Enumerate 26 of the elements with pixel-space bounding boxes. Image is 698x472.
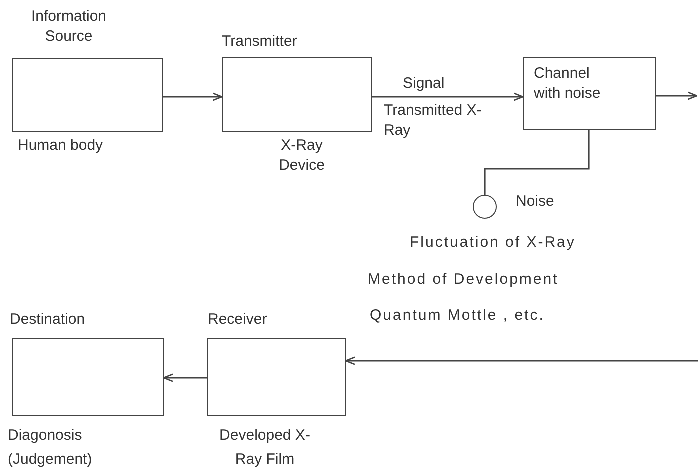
block-caption: Diagonosis (Judgement)	[8, 426, 94, 470]
block-title: Information Source	[30, 7, 108, 47]
block-box	[207, 338, 346, 416]
block-caption: Noise	[516, 192, 556, 212]
block-box	[523, 57, 656, 130]
block-title: Channel with noise	[534, 64, 602, 104]
edge-label: Signal	[402, 74, 446, 94]
arrow	[163, 374, 207, 382]
block-title: Receiver	[208, 310, 268, 330]
block-caption: X-Ray Device	[278, 136, 326, 176]
noise-note: Quantum Mottle , etc.	[370, 306, 545, 326]
block-title: Transmitter	[222, 32, 298, 52]
block-caption: Human body	[18, 136, 104, 156]
arrow	[163, 92, 223, 102]
connector-line	[484, 130, 590, 195]
arrow	[372, 92, 524, 102]
block-box	[12, 58, 163, 132]
block-title: Destination	[10, 310, 86, 330]
block-box	[222, 57, 372, 132]
signal-note: Transmitted X-Ray	[384, 101, 483, 141]
block-caption: Developed X-Ray Film	[218, 426, 312, 470]
noise-note: Fluctuation of X-Ray	[410, 233, 576, 253]
arrow	[345, 356, 698, 366]
arrow	[656, 92, 698, 100]
block-box	[12, 338, 164, 416]
noise-note: Method of Development	[368, 270, 559, 290]
